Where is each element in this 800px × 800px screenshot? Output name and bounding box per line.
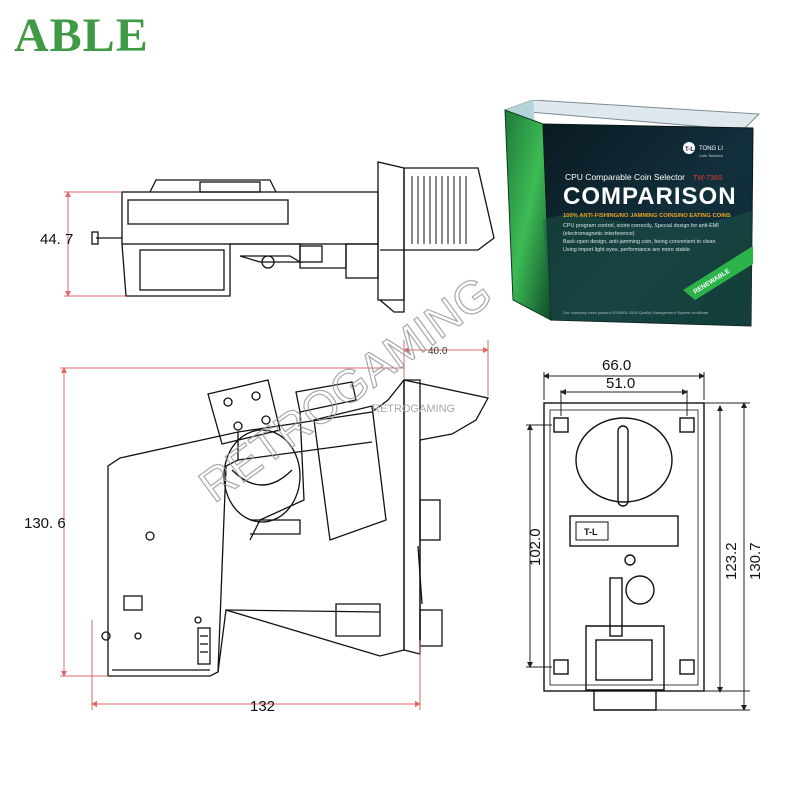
box-line-4: Using import light eyes, performance are…	[563, 247, 690, 253]
main-depth-label: 40.0	[428, 346, 448, 357]
front-badge: T-L	[584, 527, 598, 537]
front-height-mid-label: 123.2	[723, 542, 740, 580]
watermark-small-text: RETROGAMING	[372, 403, 455, 415]
front-hole-spacing-x-label: 51.0	[606, 375, 635, 392]
box-line-2: (electromagnetic interference)	[563, 231, 635, 237]
box-maker: TONG LI	[699, 146, 723, 152]
side-view-drawing	[91, 161, 495, 313]
front-hole-spacing-y-label: 102.0	[527, 528, 544, 566]
box-line-3: Back-open design, anti-jamming coin, bei…	[563, 239, 716, 245]
box-footer: Our company have passed ISO9001:2008 Qua…	[563, 310, 709, 315]
main-view-drawing	[101, 378, 489, 677]
side-height-dimension	[64, 191, 126, 297]
side-height-label: 44. 7	[40, 231, 73, 248]
box-subtitle-tag: TW-738S	[693, 175, 723, 182]
front-height-total-label: 130.7	[747, 542, 764, 580]
main-height-label: 130. 6	[24, 515, 66, 532]
front-view-drawing	[543, 402, 705, 711]
brand-logo: ABLE	[14, 9, 149, 62]
box-logo: T-L	[685, 147, 694, 153]
main-dimensions	[60, 340, 489, 710]
watermark-text: RETROGAMING	[189, 266, 501, 512]
box-title: COMPARISON	[563, 183, 737, 210]
box-maker-sub: Coin Selector	[699, 153, 724, 158]
main-width-label: 132	[250, 698, 275, 715]
front-dimensions	[526, 372, 750, 711]
box-line-1: CPU program control, score correctly, Sp…	[563, 223, 719, 229]
front-outer-width-label: 66.0	[602, 357, 631, 374]
box-subtitle: CPU Comparable Coin Selector	[565, 172, 685, 182]
box-tagline: 100% ANTI-FISHING/NO JAMMING COINS/NO EA…	[563, 213, 731, 219]
product-box: T-L TONG LI Coin Selector CPU Comparable…	[504, 100, 761, 327]
